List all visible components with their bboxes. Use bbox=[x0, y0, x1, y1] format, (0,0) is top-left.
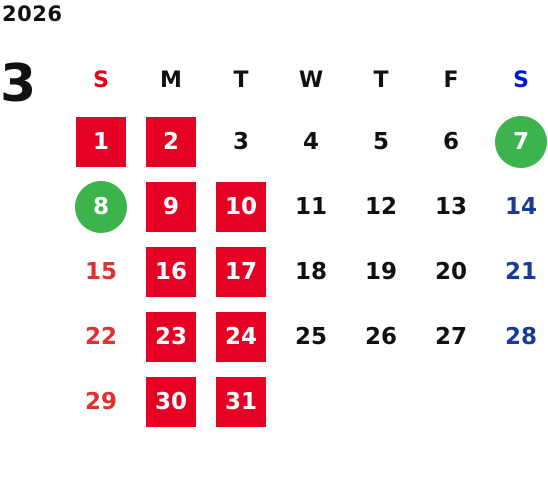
weekday-sunday: S bbox=[93, 68, 109, 93]
day-cell: 20 bbox=[434, 258, 467, 285]
day-cell: 11 bbox=[294, 193, 327, 220]
day-cell: 12 bbox=[364, 193, 397, 220]
week-row: 8 9 10 11 12 13 14 bbox=[66, 174, 548, 239]
day-cell: 2 bbox=[146, 116, 196, 167]
day-cell: 18 bbox=[294, 258, 327, 285]
day-cell: 27 bbox=[434, 323, 467, 350]
day-cell: 6 bbox=[442, 128, 459, 155]
day-cell: 8 bbox=[75, 180, 127, 233]
day-cell: 25 bbox=[294, 323, 327, 350]
day-cell: 29 bbox=[84, 388, 117, 415]
day-cell: 26 bbox=[364, 323, 397, 350]
calendar-month: 3 bbox=[0, 54, 37, 114]
day-cell: 16 bbox=[146, 246, 196, 297]
day-cell: 28 bbox=[504, 323, 537, 350]
day-cell: 5 bbox=[372, 128, 389, 155]
calendar-year: 2026 bbox=[2, 2, 63, 26]
week-row: 22 23 24 25 26 27 28 bbox=[66, 304, 548, 369]
weekday-monday: M bbox=[160, 68, 182, 93]
weekday-wednesday: W bbox=[298, 68, 324, 93]
weekday-thursday: T bbox=[373, 68, 389, 93]
day-cell: 31 bbox=[216, 376, 266, 427]
day-cell: 13 bbox=[434, 193, 467, 220]
day-cell: 14 bbox=[504, 193, 537, 220]
week-row: 1 2 3 4 5 6 7 bbox=[66, 109, 548, 174]
weekday-friday: F bbox=[443, 68, 459, 93]
day-cell: 9 bbox=[146, 181, 196, 232]
day-cell: 24 bbox=[216, 311, 266, 362]
week-row: 15 16 17 18 19 20 21 bbox=[66, 239, 548, 304]
day-cell: 3 bbox=[232, 128, 249, 155]
day-cell: 23 bbox=[146, 311, 196, 362]
day-cell: 17 bbox=[216, 246, 266, 297]
week-row: 29 30 31 bbox=[66, 369, 548, 434]
day-cell: 7 bbox=[495, 115, 547, 168]
day-cell: 21 bbox=[504, 258, 537, 285]
day-cell: 10 bbox=[216, 181, 266, 232]
day-cell: 30 bbox=[146, 376, 196, 427]
weekday-tuesday: T bbox=[233, 68, 249, 93]
calendar-grid: S M T W T F S 1 2 3 4 5 6 7 8 9 10 11 12… bbox=[66, 52, 548, 434]
day-cell: 22 bbox=[84, 323, 117, 350]
weekday-saturday: S bbox=[513, 68, 529, 93]
day-cell: 15 bbox=[84, 258, 117, 285]
weekday-header-row: S M T W T F S bbox=[66, 52, 548, 109]
day-cell: 19 bbox=[364, 258, 397, 285]
day-cell: 1 bbox=[76, 116, 126, 167]
day-cell: 4 bbox=[302, 128, 319, 155]
